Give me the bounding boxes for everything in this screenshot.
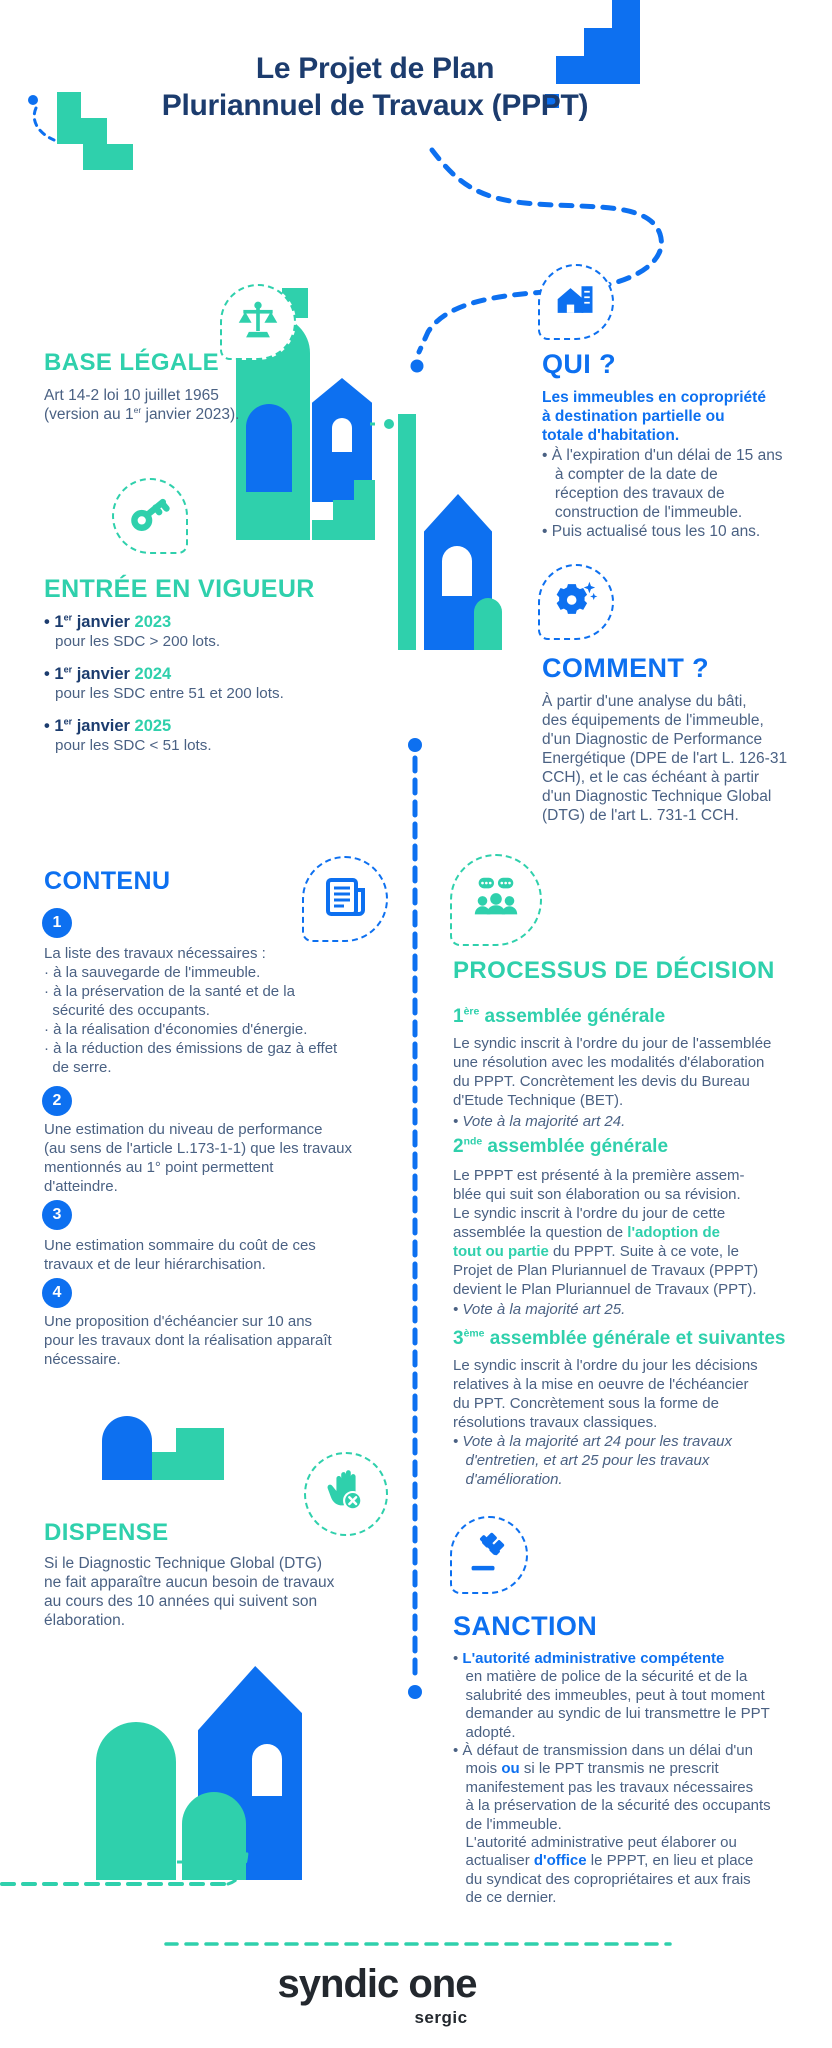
entree-pin bbox=[112, 478, 188, 554]
entree-item-2024: • 1er janvier 2024 pour les SDC entre 51… bbox=[44, 664, 284, 702]
ag3-vote: • Vote à la majorité art 24 pour les tra… bbox=[453, 1433, 733, 1488]
comment-body: À partir d'une analyse du bâti, des équi… bbox=[542, 693, 788, 824]
document-icon bbox=[321, 873, 369, 926]
ag2-vote: • Vote à la majorité art 25. bbox=[453, 1301, 626, 1318]
gear-sparkle-icon bbox=[553, 577, 599, 628]
people-discussion-icon bbox=[469, 874, 523, 927]
qui-bullets: • À l'expiration d'un délai de 15 ans à … bbox=[542, 447, 783, 540]
sanction-heading: SANCTION bbox=[453, 1611, 598, 1641]
qui-heading: QUI ? bbox=[542, 349, 616, 379]
sanction-body: • L'autorité administrative compétente e… bbox=[453, 1650, 771, 1907]
contenu-item-1-text: La liste des travaux nécessaires : · à l… bbox=[44, 945, 338, 1076]
ag3-body: Le syndic inscrit à l'ordre du jour les … bbox=[453, 1357, 758, 1431]
comment-pin bbox=[538, 564, 614, 640]
contenu-item-4-text: Une proposition d'échéancier sur 10 ans … bbox=[44, 1313, 332, 1368]
dispense-body: Si le Diagnostic Technique Global (DTG) … bbox=[44, 1555, 335, 1629]
ag2-body: Le PPPT est présenté à la première assem… bbox=[453, 1167, 759, 1298]
entree-item-2023: • 1er janvier 2023 pour les SDC > 200 lo… bbox=[44, 612, 221, 650]
ag1-vote: • Vote à la majorité art 24. bbox=[453, 1113, 626, 1130]
house-building-icon bbox=[554, 278, 598, 327]
sanction-pin bbox=[450, 1516, 528, 1594]
comment-heading: COMMENT ? bbox=[542, 653, 710, 683]
entree-heading: ENTRÉE EN VIGUEUR bbox=[44, 575, 315, 603]
contenu-heading: CONTENU bbox=[44, 867, 171, 895]
sub-brand-logo: sergic bbox=[414, 2008, 468, 2027]
contenu-item-4-number: 4 bbox=[42, 1278, 72, 1308]
qui-pin bbox=[538, 264, 614, 340]
key-icon bbox=[128, 492, 172, 541]
contenu-item-3-number: 3 bbox=[42, 1200, 72, 1230]
ag3-title: 3ème assemblée générale et suivantes bbox=[453, 1328, 786, 1349]
page-title: Le Projet de Plan Pluriannuel de Travaux… bbox=[161, 52, 589, 122]
stop-hand-icon bbox=[323, 1469, 369, 1520]
qui-lead: Les immeubles en copropriété à destinati… bbox=[542, 389, 766, 444]
contenu-item-3-text: Une estimation sommaire du coût de ces t… bbox=[44, 1237, 316, 1273]
dispense-heading: DISPENSE bbox=[44, 1519, 169, 1546]
contenu-item-1-number: 1 bbox=[42, 908, 72, 938]
ag2-title: 2nde assemblée générale bbox=[453, 1136, 669, 1157]
brand-logo: syndic one bbox=[277, 1962, 478, 2006]
contenu-item-2-number: 2 bbox=[42, 1086, 72, 1116]
entree-item-2025: • 1er janvier 2025 pour les SDC < 51 lot… bbox=[44, 716, 212, 754]
gavel-icon bbox=[467, 1531, 511, 1580]
base-legale-text: Art 14-2 loi 10 juillet 1965 (version au… bbox=[44, 387, 240, 423]
dispense-pin bbox=[304, 1452, 388, 1536]
scales-icon bbox=[236, 298, 280, 347]
base-legale-pin bbox=[220, 284, 296, 360]
contenu-item-2-text: Une estimation du niveau de performance … bbox=[44, 1121, 353, 1195]
ag1-body: Le syndic inscrit à l'ordre du jour de l… bbox=[453, 1035, 772, 1109]
processus-heading: PROCESSUS DE DÉCISION bbox=[453, 957, 775, 984]
base-legale-heading: BASE LÉGALE bbox=[44, 349, 220, 376]
contenu-pin bbox=[302, 856, 388, 942]
ag1-title: 1ère assemblée générale bbox=[453, 1006, 666, 1027]
processus-pin bbox=[450, 854, 542, 946]
